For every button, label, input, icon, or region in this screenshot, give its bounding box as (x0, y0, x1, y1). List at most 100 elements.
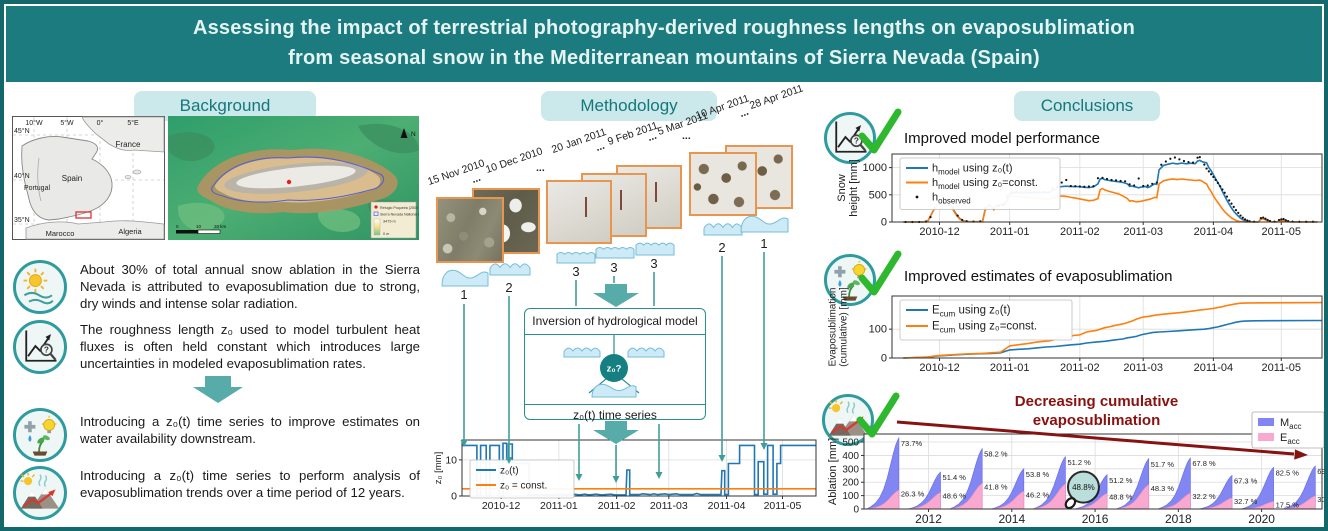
svg-text:300: 300 (842, 464, 859, 475)
y-axis-label: Evaposublimation(cumulative) [mm] (828, 287, 850, 367)
svg-text:2011-04: 2011-04 (1194, 362, 1234, 374)
legend: z₀(t)z₀ = const. (469, 459, 575, 499)
svg-text:2011-03: 2011-03 (1123, 226, 1163, 238)
national-park-outline (211, 156, 385, 203)
svg-text:Snowheight [mm]: Snowheight [mm] (836, 159, 860, 216)
svg-text:100: 100 (869, 324, 887, 336)
legend: Ecum using z₀(t) Ecum using z₀=const. (899, 299, 1073, 341)
svg-text:hmodel using z₀(t): hmodel using z₀(t) (932, 163, 1013, 177)
percent-labels: 73.7%26.3 %51.4 %48.6 %58.2 %41.8 %53.8 … (901, 439, 1328, 509)
season-areas (866, 436, 1316, 510)
svg-text:20 km: 20 km (214, 224, 227, 229)
france-shape (81, 116, 165, 153)
lon-label: 5°W (60, 119, 74, 127)
legend: hmodel using z₀(t)hmodel using z₀=const.… (899, 157, 1061, 210)
svg-text:2010-12: 2010-12 (919, 362, 959, 374)
svg-text:3479 m: 3479 m (383, 220, 396, 224)
date-ellipsis: ... (738, 105, 751, 120)
svg-text:?: ? (854, 137, 859, 146)
background-bullet-2: The roughness length z₀ used to model tu… (80, 322, 420, 371)
svg-text:2011-01: 2011-01 (990, 362, 1030, 374)
svg-text:32.7 %: 32.7 % (1234, 497, 1258, 506)
background-bullet-3: Introducing a z₀(t) time series to impro… (80, 414, 420, 446)
svg-text:400: 400 (842, 451, 859, 462)
svg-text:1000: 1000 (863, 162, 887, 174)
conclusion-2-label: Improved estimates of evaposublimation (904, 268, 1173, 285)
z0-timeseries-label: z₀(t) time series (525, 404, 705, 425)
flowbox-graphic: z₀? (563, 335, 665, 398)
poster-title-line1: Assessing the impact of terrestrial phot… (192, 17, 1136, 39)
iberia-shape (21, 136, 113, 221)
africa-shape (25, 220, 165, 240)
svg-text:Ecum using z₀(t): Ecum using z₀(t) (932, 305, 1011, 319)
svg-text:0: 0 (881, 217, 887, 229)
svg-text:N: N (411, 131, 416, 138)
series-lines (903, 301, 1323, 359)
country-label-spain: Spain (62, 174, 82, 183)
scale-bar: 0 10 20 km (176, 224, 227, 234)
country-label-marocco: Marocco (46, 229, 75, 238)
svg-text:2011-04: 2011-04 (708, 500, 746, 512)
svg-text:3: 3 (610, 260, 617, 275)
svg-text:2011-03: 2011-03 (1123, 362, 1163, 374)
svg-text:z₀ [mm]: z₀ [mm] (433, 452, 444, 484)
svg-text:2012: 2012 (915, 512, 942, 526)
svg-text:hmodel using z₀=const.: hmodel using z₀=const. (932, 177, 1038, 191)
svg-text:2011-02: 2011-02 (1060, 362, 1100, 374)
svg-text:48.6 %: 48.6 % (943, 492, 967, 501)
svg-text:2: 2 (718, 240, 725, 255)
svg-text:Ecum using z₀=const.: Ecum using z₀=const. (932, 321, 1037, 335)
conclusion-1-label: Improved model performance (904, 130, 1100, 147)
magnifier-icon: 48.8% (1064, 470, 1100, 510)
chart-question-icon: ? (13, 320, 67, 374)
country-label-portugal: Portugal (24, 185, 51, 192)
water-bulb-plant-icon (824, 254, 876, 306)
svg-text:26.3 %: 26.3 % (901, 489, 925, 498)
date-ellipsis: ... (594, 139, 607, 154)
lat-label: 35°N (14, 216, 30, 224)
svg-text:48.8%: 48.8% (1072, 483, 1095, 492)
methodology-header: Methodology (541, 91, 717, 121)
svg-text:hobserved: hobserved (932, 192, 971, 206)
portugal-border (37, 157, 42, 202)
svg-text:48.8 %: 48.8 % (1109, 492, 1133, 501)
svg-text:10: 10 (196, 224, 202, 229)
y-axis-label: z₀ [mm] (433, 452, 444, 484)
check-icon (858, 250, 902, 296)
photo-20-jan-2011 (546, 180, 612, 244)
chart-question-icon: ? (824, 112, 876, 164)
lon-label: 0° (97, 119, 104, 127)
study-area-box (75, 211, 92, 219)
svg-text:2010-12: 2010-12 (919, 226, 959, 238)
conclusions-header: Conclusions (1014, 91, 1160, 121)
background-bullet-4: Introducing a z₀(t) time series to perfo… (80, 468, 420, 500)
mountain-trend-icon (13, 466, 67, 520)
spain-locator-map: 10°W 5°W 0° 5°E 45°N 40°N 35°N France Sp… (12, 116, 165, 240)
date-ellipsis: ... (682, 130, 691, 142)
poster-title-line2: from seasonal snow in the Mediterranean … (288, 47, 1040, 69)
svg-text:73.7%: 73.7% (901, 439, 923, 448)
svg-text:67.8 %: 67.8 % (1192, 459, 1216, 468)
svg-text:2014: 2014 (998, 512, 1025, 526)
svg-text:Sierra Nevada National Park: Sierra Nevada National Park (380, 213, 419, 217)
svg-text:0: 0 (176, 224, 179, 229)
svg-text:48.3 %: 48.3 % (1151, 484, 1175, 493)
background-bullet-1: About 30% of total annual snow ablation … (80, 262, 420, 311)
down-arrow-icon (593, 421, 639, 444)
svg-text:0 m: 0 m (383, 232, 389, 236)
svg-text:51.2 %: 51.2 % (1067, 458, 1091, 467)
svg-text:2: 2 (505, 280, 512, 295)
svg-text:30.5 %: 30.5 % (1317, 495, 1328, 504)
svg-text:82.5 %: 82.5 % (1276, 468, 1300, 477)
water-bulb-plant-icon (13, 408, 67, 462)
svg-text:3: 3 (572, 264, 579, 279)
svg-text:58.2 %: 58.2 % (984, 450, 1008, 459)
north-arrow: N (400, 128, 416, 138)
svg-text:2020: 2020 (1248, 512, 1275, 526)
country-label-algeria: Algeria (118, 227, 142, 236)
check-icon (856, 392, 900, 438)
svg-text:100: 100 (842, 491, 859, 502)
